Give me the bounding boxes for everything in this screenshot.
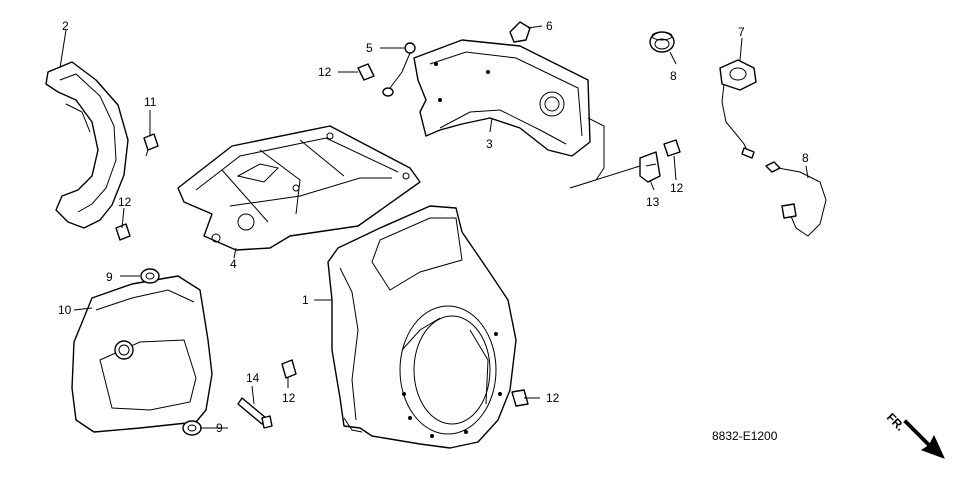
part-7-sensor — [719, 59, 757, 159]
callout-6: 6 — [546, 19, 553, 33]
callout-7: 7 — [738, 25, 745, 39]
callout-10: 10 — [58, 303, 72, 317]
part-3-shroud-plate — [413, 39, 591, 157]
part-12-bolt-c — [357, 63, 375, 81]
callout-12-a: 11 — [144, 95, 157, 109]
part-9-grommet-lower — [182, 420, 202, 436]
part-12-bolt-d — [663, 139, 681, 157]
part-1-fan-cover — [327, 205, 517, 449]
part-12-bolt-f — [511, 389, 529, 407]
part-5-wire-clip — [382, 42, 416, 97]
callout-11: 8 — [670, 69, 677, 83]
part-10-side-cover — [71, 275, 213, 433]
part-8-wire — [765, 161, 827, 237]
part-4-cylinder-cover — [177, 125, 421, 251]
part-12-bolt-a — [143, 133, 159, 157]
leader-lines — [59, 25, 809, 429]
callout-14: 14 — [246, 371, 260, 385]
part-13-bracket — [639, 151, 661, 183]
part-6-clip — [509, 21, 531, 43]
callout-12-d: 12 — [670, 181, 684, 195]
part-12-bolt-e — [281, 359, 297, 379]
part-12-bolt-b — [115, 223, 131, 241]
callout-5: 5 — [366, 41, 373, 55]
part-14-bolt — [237, 397, 273, 429]
group-bracket-line — [569, 117, 641, 189]
front-direction-marker: FR. — [884, 410, 945, 459]
callout-8: 8 — [802, 151, 809, 165]
drawing-code: 8832-E1200 — [712, 429, 778, 443]
callout-12-b: 12 — [118, 195, 132, 209]
callout-3: 3 — [486, 137, 493, 151]
part-11-grommet — [649, 31, 675, 53]
part-2-air-guide — [45, 61, 129, 229]
callout-12-c: 12 — [318, 65, 332, 79]
callout-4: 4 — [230, 257, 237, 271]
callout-labels: 2 11 12 9 10 9 4 1 3 5 12 6 8 7 8 12 13 … — [58, 19, 809, 435]
part-9-grommet-upper — [140, 268, 160, 284]
callout-12-f: 12 — [546, 391, 560, 405]
callout-9-lower: 9 — [216, 421, 223, 435]
callout-12-e: 12 — [282, 391, 296, 405]
callout-1: 1 — [302, 293, 309, 307]
fr-label: FR. — [884, 410, 908, 434]
callout-2: 2 — [62, 19, 69, 33]
callout-9-upper: 9 — [106, 270, 113, 284]
callout-13: 13 — [646, 195, 660, 209]
